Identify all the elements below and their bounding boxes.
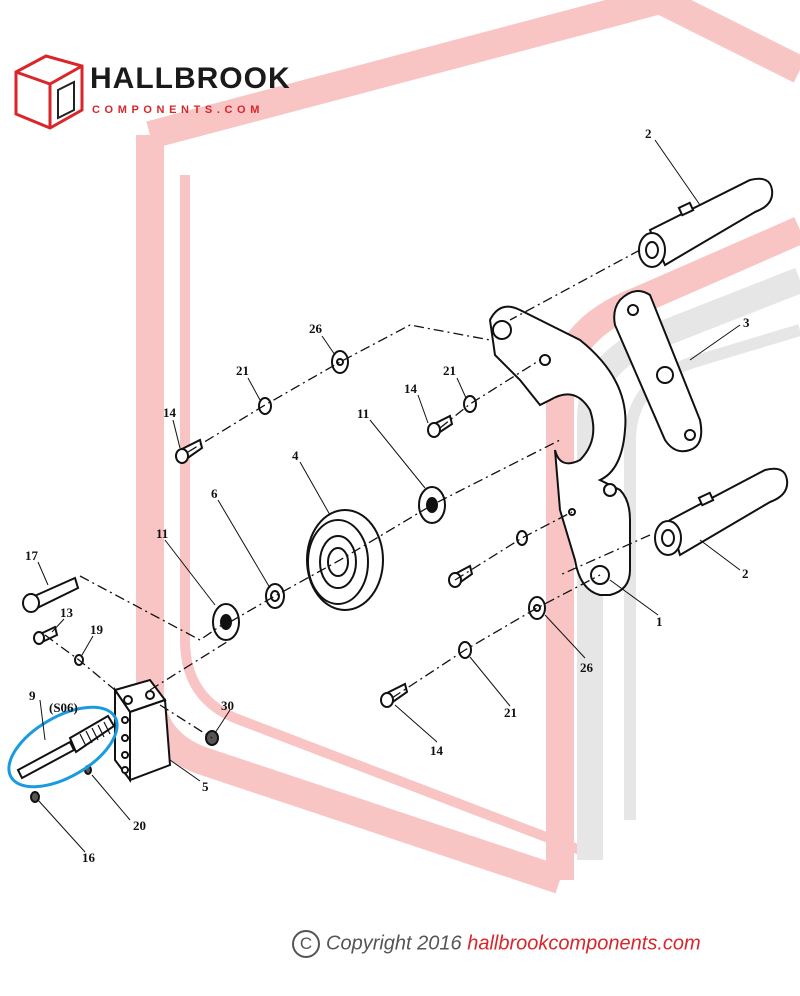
assembly-lines <box>44 249 651 739</box>
callout-3: 3 <box>743 315 750 330</box>
callout-4: 4 <box>292 448 299 463</box>
copyright-notice: C Copyright 2016 hallbrookcomponents.com <box>292 930 701 958</box>
callout-21-bottom: 21 <box>504 705 517 720</box>
callout-2-top: 2 <box>645 126 652 141</box>
website-link[interactable]: hallbrookcomponents.com <box>467 932 701 955</box>
callout-20: 20 <box>133 818 146 833</box>
callout-14-top: 14 <box>163 405 177 420</box>
leader-lines <box>37 139 741 853</box>
fasteners <box>22 350 546 803</box>
brand-name: HALLBROOK <box>90 62 291 95</box>
callout-11-left: 11 <box>156 526 168 541</box>
part-9-pin <box>16 714 116 780</box>
callout-1: 1 <box>656 614 663 629</box>
callout-6: 6 <box>211 486 218 501</box>
copyright-text: Copyright 2016 <box>326 932 462 955</box>
bearings <box>212 486 446 641</box>
callout-14-mid: 14 <box>404 381 418 396</box>
callout-26-bottom: 26 <box>580 660 594 675</box>
cube-icon <box>14 54 84 130</box>
part-2-shaft-bottom <box>654 467 789 557</box>
part-4-roller-wheel <box>306 509 384 611</box>
callout-21-mid: 21 <box>443 363 456 378</box>
part-3-link-arm <box>613 290 703 453</box>
part-2-shaft-top <box>638 177 774 268</box>
callout-2-bottom: 2 <box>742 566 749 581</box>
callout-s06: (S06) <box>49 700 78 715</box>
callout-5: 5 <box>202 779 209 794</box>
callout-19: 19 <box>90 622 104 637</box>
callout-14-bottom: 14 <box>430 743 444 758</box>
callout-16: 16 <box>82 850 96 865</box>
copyright-icon: C <box>292 930 320 958</box>
callout-21-top: 21 <box>236 363 249 378</box>
callout-26-top: 26 <box>309 321 323 336</box>
callout-11-mid: 11 <box>357 406 369 421</box>
callout-30: 30 <box>221 698 234 713</box>
part-5-block <box>113 678 172 783</box>
callout-13: 13 <box>60 605 74 620</box>
callout-17: 17 <box>25 548 39 563</box>
brand-tagline: COMPONENTS.COM <box>92 104 264 116</box>
highlight-circle <box>7 705 119 789</box>
callouts: 2 3 26 21 21 14 14 11 4 6 11 2 1 17 13 1… <box>25 126 750 865</box>
callout-9: 9 <box>29 688 36 703</box>
brand-logo <box>14 54 84 130</box>
